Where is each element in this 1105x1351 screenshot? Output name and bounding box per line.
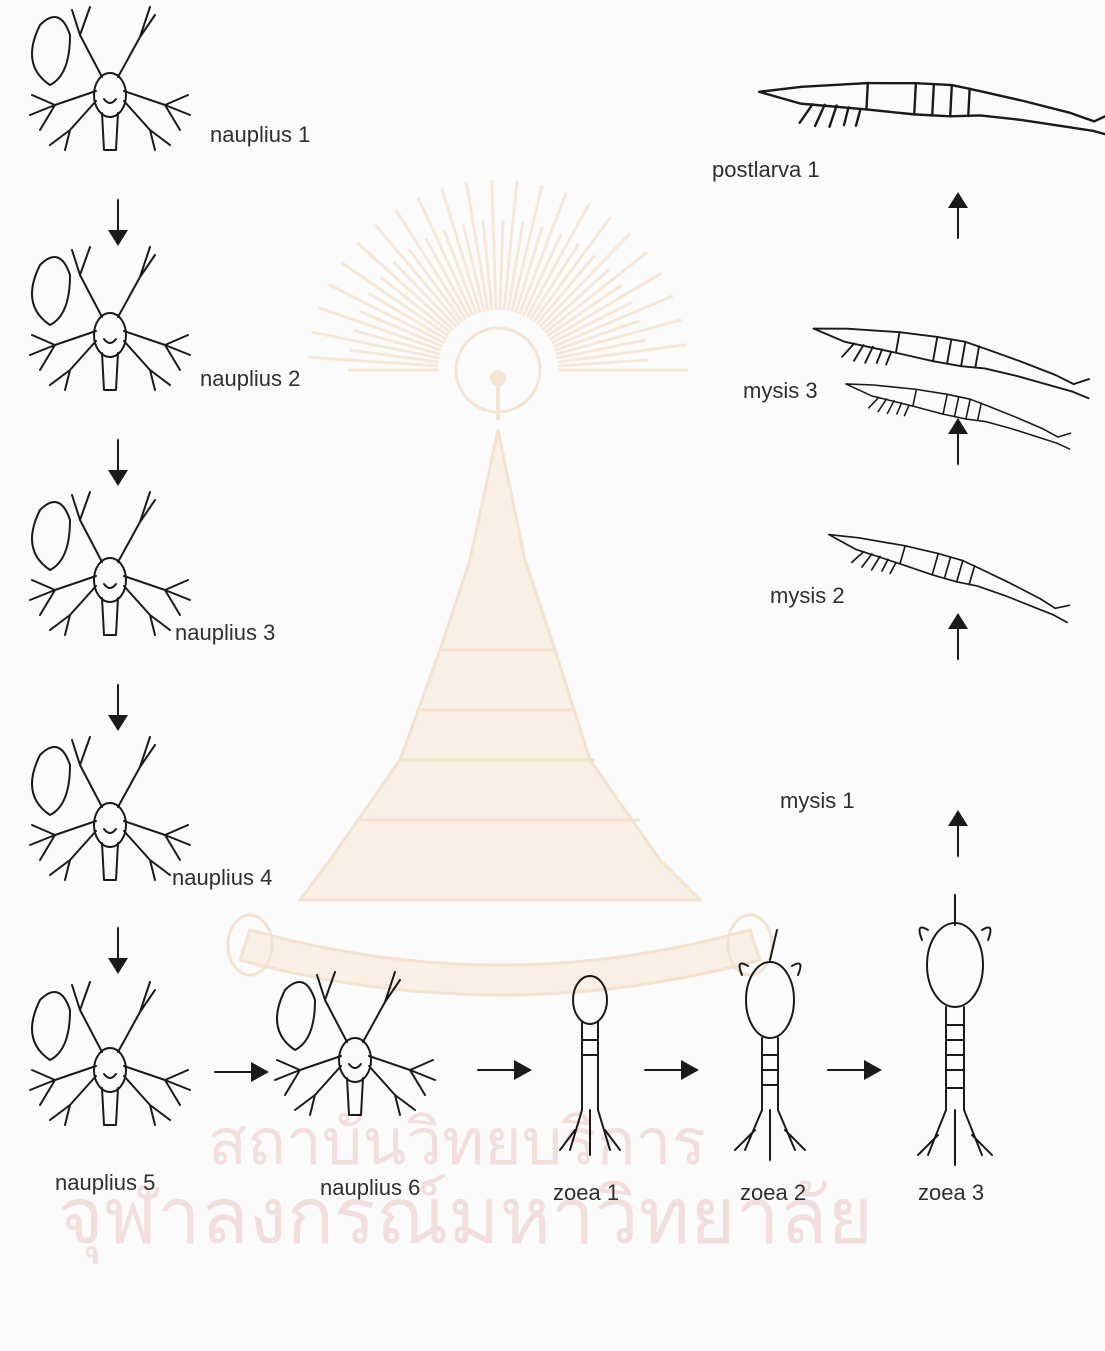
label-mysis-2: mysis 2: [770, 583, 845, 609]
label-mysis-1: mysis 1: [780, 788, 855, 814]
label-zoea-1: zoea 1: [553, 1180, 619, 1206]
label-nauplius-2: nauplius 2: [200, 366, 300, 392]
label-zoea-2: zoea 2: [740, 1180, 806, 1206]
label-nauplius-5: nauplius 5: [55, 1170, 155, 1196]
label-nauplius-3: nauplius 3: [175, 620, 275, 646]
label-nauplius-6: nauplius 6: [320, 1175, 420, 1201]
zoea-2-figure: [735, 930, 805, 1160]
label-nauplius-4: nauplius 4: [172, 865, 272, 891]
zoea-1-figure: [560, 976, 620, 1155]
label-mysis-3: mysis 3: [743, 378, 818, 404]
label-zoea-3: zoea 3: [918, 1180, 984, 1206]
label-nauplius-1: nauplius 1: [210, 122, 310, 148]
label-postlarva-1: postlarva 1: [712, 157, 820, 183]
zoea-3-figure: [918, 895, 992, 1165]
